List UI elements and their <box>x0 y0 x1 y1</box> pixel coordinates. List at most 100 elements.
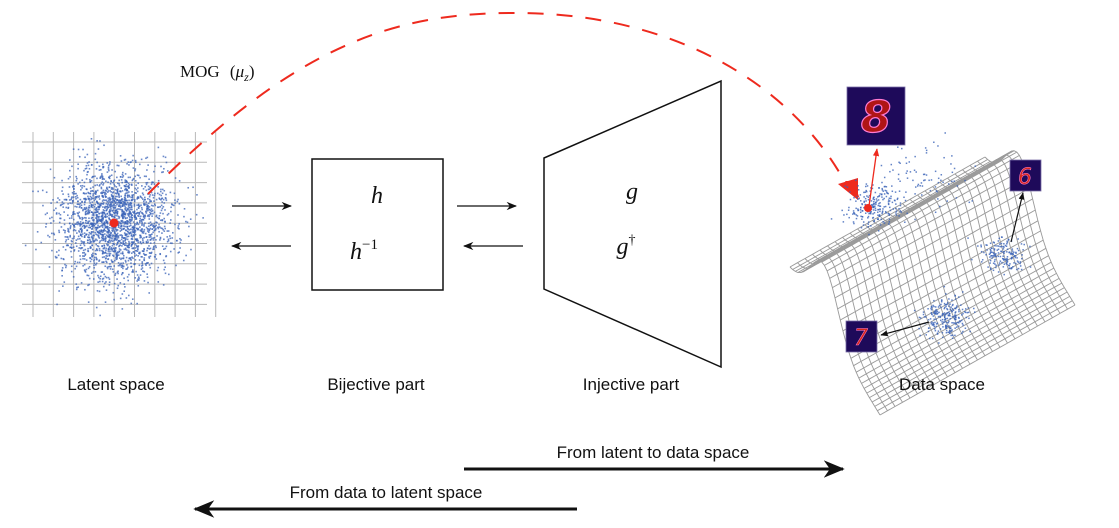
arrow-to-digit-6 <box>1010 192 1025 243</box>
data-point <box>914 193 916 195</box>
latent-point <box>89 242 92 244</box>
latent-point <box>146 181 149 184</box>
latent-point <box>101 176 104 179</box>
data-point <box>939 319 942 322</box>
latent-point <box>117 262 120 264</box>
data-point <box>924 179 926 181</box>
data-point <box>863 200 866 203</box>
data-point <box>1006 258 1009 261</box>
latent-point <box>148 256 150 258</box>
latent-point <box>152 248 154 251</box>
latent-point <box>119 222 122 225</box>
data-point <box>948 305 950 307</box>
data-point <box>956 321 959 324</box>
latent-point <box>87 164 90 167</box>
latent-point <box>82 148 84 151</box>
latent-point <box>98 259 101 261</box>
latent-point <box>53 233 56 236</box>
data-point <box>1008 267 1011 269</box>
latent-point <box>159 190 162 193</box>
data-point <box>882 220 884 223</box>
latent-point <box>84 213 87 216</box>
latent-point <box>61 267 64 269</box>
latent-point <box>105 281 107 283</box>
latent-point <box>97 235 100 238</box>
latent-point <box>113 183 115 186</box>
data-point <box>933 305 935 308</box>
latent-point <box>133 229 136 232</box>
latent-point <box>126 163 128 165</box>
latent-point <box>111 229 114 232</box>
latent-point <box>153 203 156 206</box>
latent-point <box>76 194 78 197</box>
latent-point <box>107 166 110 169</box>
latent-point <box>134 169 136 172</box>
data-point <box>890 163 893 166</box>
latent-point <box>98 247 101 250</box>
latent-point <box>117 251 120 254</box>
latent-point <box>135 184 137 187</box>
latent-point <box>141 223 143 225</box>
data-point <box>867 221 870 223</box>
latent-point <box>84 254 87 256</box>
latent-point <box>150 237 153 240</box>
latent-point <box>104 199 106 202</box>
latent-point <box>84 199 87 201</box>
data-point <box>913 309 916 312</box>
latent-point <box>120 266 123 268</box>
data-point <box>950 330 953 332</box>
data-point <box>872 213 874 215</box>
latent-point <box>127 251 129 254</box>
latent-point <box>133 263 136 266</box>
latent-point <box>143 202 145 204</box>
data-point <box>989 251 992 253</box>
latent-point <box>130 202 132 204</box>
latent-point <box>109 201 112 204</box>
data-point <box>1015 252 1017 254</box>
injective-inverse-fn: g† <box>617 233 636 260</box>
latent-point <box>82 208 84 211</box>
latent-point <box>171 237 174 239</box>
data-point <box>954 298 957 300</box>
latent-point <box>106 221 108 224</box>
latent-point <box>79 221 82 223</box>
latent-point <box>91 256 93 258</box>
data-point <box>958 320 961 322</box>
latent-point <box>117 240 120 242</box>
data-point <box>927 330 930 333</box>
latent-point <box>116 253 118 255</box>
data-point <box>933 318 935 321</box>
data-point <box>876 196 879 198</box>
latent-point <box>116 218 118 220</box>
latent-point <box>122 171 124 174</box>
latent-point <box>87 222 89 224</box>
latent-point <box>79 225 81 227</box>
latent-point <box>114 192 117 194</box>
latent-point <box>116 212 119 215</box>
latent-point <box>124 189 126 191</box>
latent-point <box>115 252 117 255</box>
latent-point <box>125 229 128 232</box>
data-point <box>956 326 958 328</box>
data-point <box>964 179 966 182</box>
data-point <box>864 212 867 214</box>
latent-point <box>80 223 83 225</box>
latent-point <box>106 231 109 234</box>
latent-point <box>91 163 93 166</box>
latent-point <box>169 235 171 237</box>
latent-point <box>82 255 84 257</box>
latent-point <box>113 239 116 241</box>
data-point <box>856 215 859 217</box>
latent-point <box>126 225 128 228</box>
latent-point <box>99 232 102 235</box>
latent-point <box>163 238 165 241</box>
latent-point <box>87 195 89 198</box>
latent-point <box>107 168 110 170</box>
data-point <box>881 187 883 190</box>
latent-point <box>142 200 145 203</box>
latent-point <box>169 219 172 221</box>
latent-point <box>128 233 130 235</box>
data-point <box>1006 240 1008 242</box>
latent-point <box>169 237 172 240</box>
latent-point <box>89 245 92 248</box>
